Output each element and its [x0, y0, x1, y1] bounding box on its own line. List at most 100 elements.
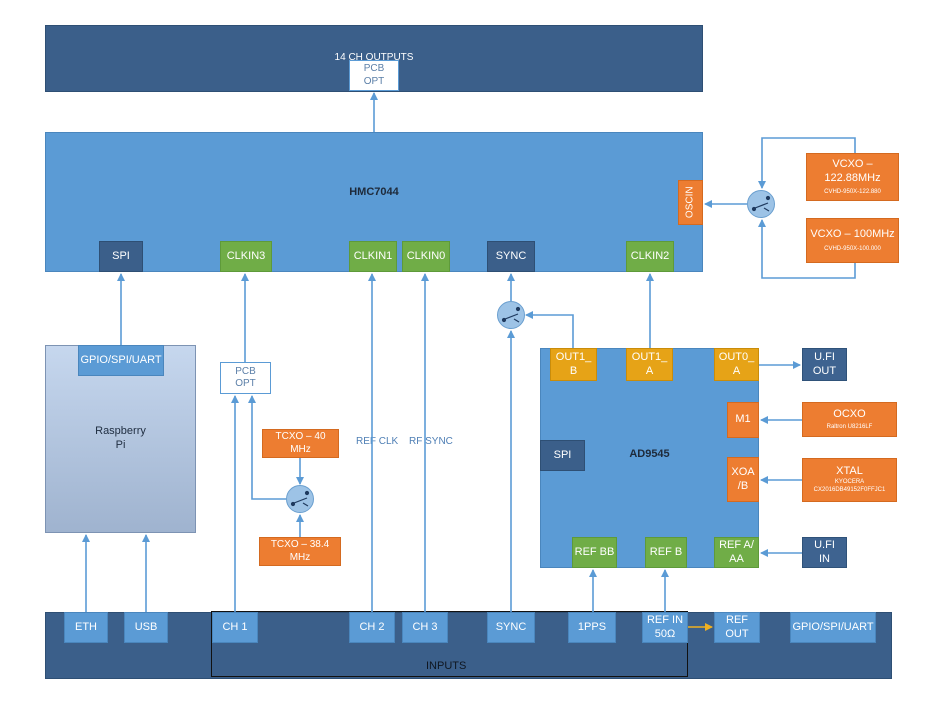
out0a-line1: OUT0_	[718, 350, 755, 363]
clkin2-label: CLKIN2	[630, 249, 670, 262]
pcb-opt-top: PCB OPT	[349, 60, 399, 91]
vcxo-100-part: CVHD-950X-100.000	[824, 245, 881, 252]
refin-line2: 50Ω	[654, 627, 676, 640]
vcxo-122-line1: VCXO –	[832, 158, 873, 170]
tcxo-40-box: TCXO – 40 MHz	[262, 429, 339, 458]
raspberry-pi-line1: Raspberry	[95, 425, 146, 438]
ref-clk-label: REF CLK	[356, 436, 399, 447]
raspberry-pi-block: Raspberry Pi	[45, 345, 196, 533]
tcxo-38-box: TCXO – 38.4 MHz	[259, 537, 341, 566]
hmc-sync-port: SYNC	[487, 241, 535, 272]
gpio-input-label: GPIO/SPI/UART	[792, 620, 874, 633]
out1a-line2: A	[645, 364, 654, 377]
raspberry-pi-line2: Pi	[115, 439, 126, 451]
ad-spi-port: SPI	[540, 440, 585, 471]
tcxo-switch-glyph	[290, 490, 310, 507]
sync-input-label: SYNC	[495, 620, 527, 633]
out1b-line2: B	[569, 364, 578, 377]
rpi-gpio-port: GPIO/SPI/UART	[78, 345, 164, 376]
refb-label: REF B	[649, 545, 683, 558]
rf-sync-label: RF SYNC	[409, 436, 453, 447]
clkin0-label: CLKIN0	[406, 249, 446, 262]
refbb-label: REF BB	[574, 545, 615, 558]
m1-port: M1	[727, 402, 759, 438]
inputs-label: INPUTS	[426, 660, 467, 672]
pcb-opt-lower: PCB OPT	[220, 362, 271, 394]
ufl-out-line2: OUT	[812, 364, 837, 377]
clkin3-label: CLKIN3	[226, 249, 266, 262]
refa-line2: AA	[729, 552, 744, 565]
ocxo-part: Raltron U8216LF	[826, 423, 873, 430]
xtal-box: XTAL KYOCERA CX2016DB49152F0FFJC1	[802, 458, 897, 502]
hmc-spi-port: SPI	[99, 241, 143, 272]
xoa-port: XOA/B	[727, 457, 759, 502]
ad9545-title: AD9545	[629, 448, 670, 461]
pcb-opt-lower-line2: OPT	[235, 378, 256, 389]
refa-line1: REF A/	[719, 538, 754, 551]
gpio-input-port: GPIO/SPI/UART	[790, 612, 876, 643]
refout-line1: REF	[726, 613, 748, 626]
eth-port: ETH	[64, 612, 108, 643]
xtal-part: CX2016DB49152F0FFJC1	[813, 487, 886, 494]
pcb-opt-top-line2: OPT	[363, 75, 385, 87]
pcb-opt-lower-line1: PCB	[235, 365, 256, 377]
vcxo-122-line2: 122.88MHz	[824, 171, 881, 184]
ufl-in-line2: IN	[819, 552, 830, 565]
refb-port: REF B	[645, 537, 687, 568]
pps-port: 1PPS	[568, 612, 616, 643]
xtal-maker: KYOCERA	[834, 478, 865, 485]
wire-out1b	[525, 311, 574, 348]
xoa-line2: /B	[737, 479, 749, 492]
clkin0-port: CLKIN0	[402, 241, 450, 272]
tcxo-switch-icon	[286, 485, 314, 513]
xoa-line1: XOA	[731, 465, 755, 478]
tcxo-38-line2: MHz	[289, 551, 311, 563]
sync-switch-glyph	[501, 306, 521, 323]
tcxo-38-line1: TCXO – 38.4	[270, 539, 330, 550]
out1b-port: OUT1_B	[550, 348, 597, 381]
vcxo-switch-glyph	[751, 195, 771, 212]
vcxo-122-box: VCXO – 122.88MHz CVHD-950X-122.880	[806, 153, 899, 201]
ch1-port: CH 1	[212, 612, 258, 643]
m1-label: M1	[735, 413, 751, 426]
vcxo-switch-icon	[747, 190, 775, 218]
out0a-port: OUT0_A	[714, 348, 759, 381]
out0a-line2: A	[732, 364, 741, 377]
wire-vcxo100	[758, 219, 856, 279]
clkin3-port: CLKIN3	[220, 241, 272, 272]
ocxo-line1: OCXO	[833, 407, 866, 420]
rpi-gpio-label: GPIO/SPI/UART	[80, 353, 162, 366]
sync-switch-icon	[497, 301, 525, 329]
pps-label: 1PPS	[577, 620, 607, 633]
refbb-port: REF BB	[572, 537, 617, 568]
clkin2-port: CLKIN2	[626, 241, 674, 272]
clkin1-port: CLKIN1	[349, 241, 397, 272]
xtal-line1: XTAL	[836, 465, 863, 478]
pcb-opt-top-line1: PCB	[363, 63, 385, 74]
out1a-line1: OUT1_	[631, 350, 668, 363]
eth-label: ETH	[75, 620, 97, 633]
inputs-frame	[211, 611, 688, 677]
tcxo-40-line2: MHz	[290, 443, 311, 455]
usb-label: USB	[134, 620, 158, 633]
ufl-out-line1: U.FI	[814, 350, 835, 363]
tcxo-40-line1: TCXO – 40	[275, 431, 326, 442]
ch3-port: CH 3	[402, 612, 448, 643]
wire-vcxo122	[758, 137, 856, 189]
refin-line1: REF IN	[646, 613, 684, 626]
hmc-spi-label: SPI	[112, 249, 130, 262]
oscin-port: OSCIN	[678, 180, 703, 225]
usb-port: USB	[124, 612, 168, 643]
ad-spi-label: SPI	[553, 448, 572, 461]
out1b-line1: OUT1_	[555, 350, 592, 363]
sync-input-port: SYNC	[487, 612, 535, 643]
ch2-port: CH 2	[349, 612, 395, 643]
ch1-label: CH 1	[222, 620, 248, 633]
vcxo-100-line1: VCXO – 100MHz	[810, 227, 895, 240]
ocxo-box: OCXO Raltron U8216LF	[802, 402, 897, 437]
